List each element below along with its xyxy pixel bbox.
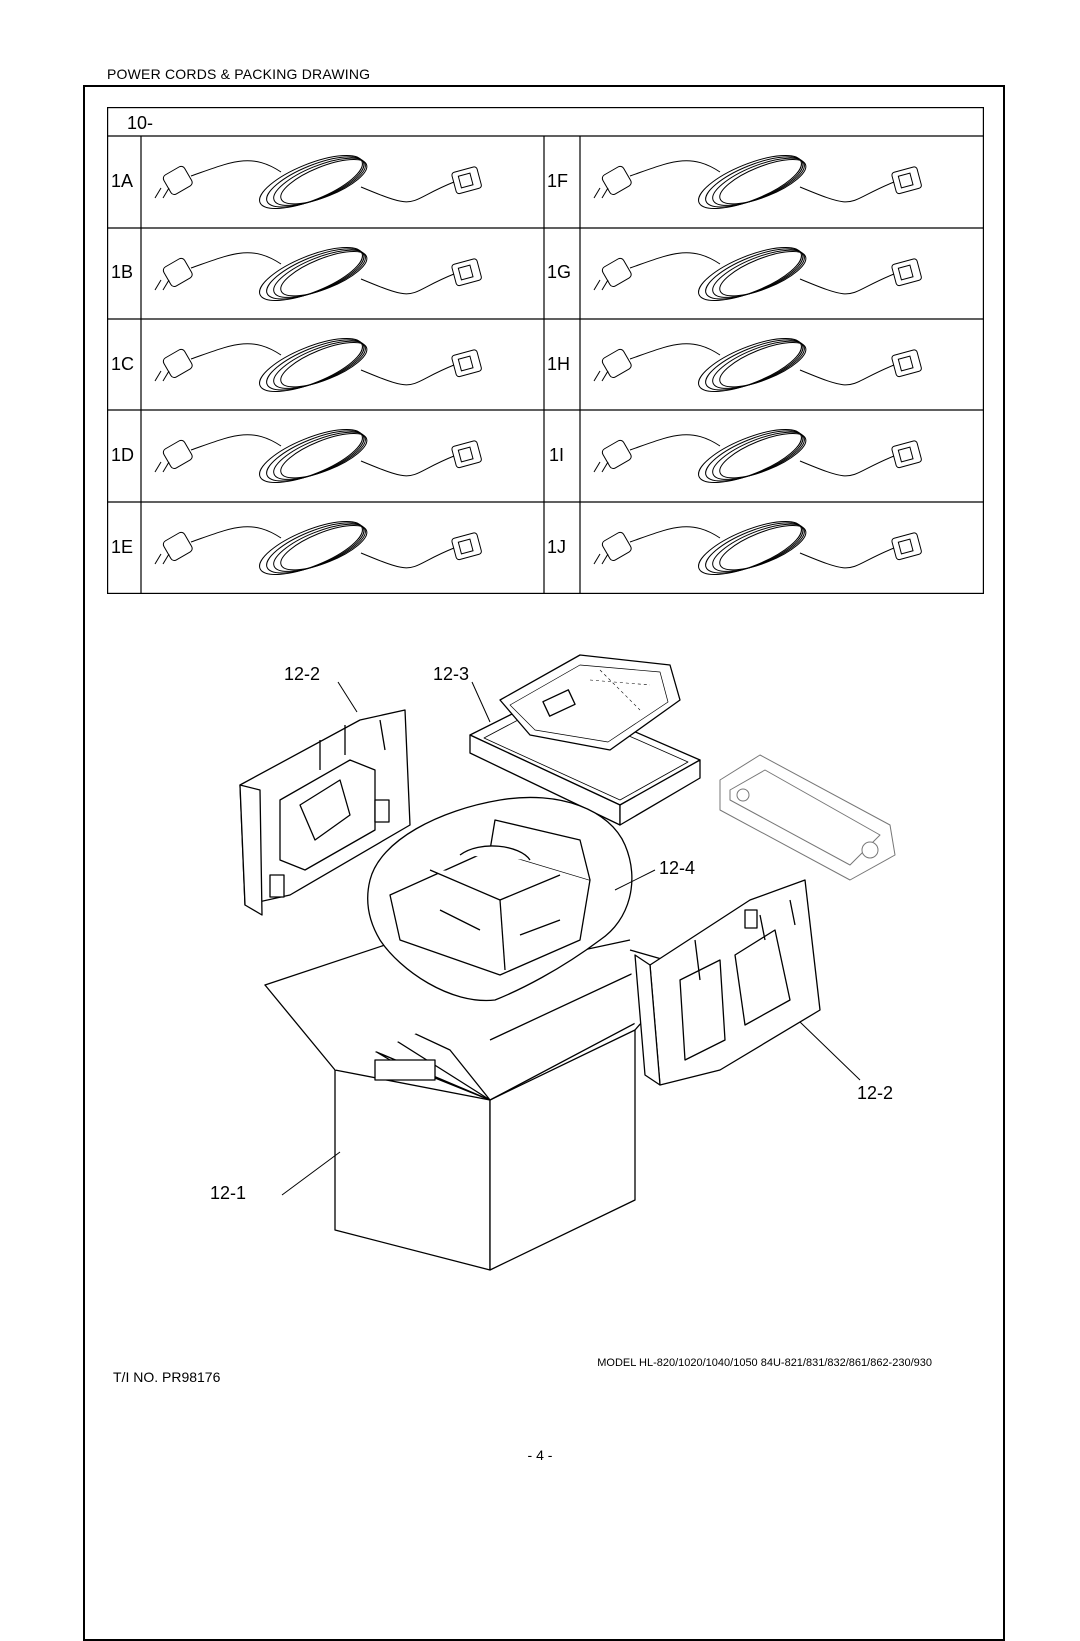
callout-foam-left: 12-2	[284, 664, 321, 684]
callout-tray: 12-3	[433, 664, 470, 684]
cord-label-1b: 1B	[111, 262, 134, 282]
cord-label-1d: 1D	[111, 445, 135, 465]
callout-bag: 12-4	[659, 858, 696, 878]
cord-label-1g: 1G	[547, 262, 572, 282]
page-number: - 4 -	[527, 1447, 553, 1463]
document-bag	[499, 654, 681, 751]
ti-number: T/I NO. PR98176	[113, 1369, 221, 1385]
power-cord-drawing	[154, 520, 482, 576]
power-cord-drawing	[593, 520, 922, 576]
cord-label-1e: 1E	[111, 537, 134, 557]
model-info: MODEL HL-820/1020/1040/1050 84U-821/831/…	[597, 1357, 932, 1369]
printer-in-bag	[367, 796, 633, 1002]
cord-label-1c: 1C	[111, 354, 135, 374]
cord-label-1h: 1H	[547, 354, 571, 374]
toner-cartridge	[719, 754, 896, 881]
cord-label-1i: 1I	[549, 445, 565, 465]
foam-cushion-right	[634, 879, 821, 1086]
power-cord-drawing	[154, 246, 482, 302]
power-cord-drawing	[154, 337, 482, 393]
cord-label-1j: 1J	[547, 537, 567, 557]
power-cord-drawing	[154, 428, 482, 484]
packing-illustration	[239, 654, 896, 1271]
foam-cushion-left	[239, 709, 411, 916]
cord-label-1a: 1A	[111, 171, 134, 191]
callout-box: 12-1	[210, 1183, 247, 1203]
power-cord-drawing	[154, 154, 482, 210]
power-cord-drawing	[593, 246, 922, 302]
cord-label-1f: 1F	[547, 171, 569, 191]
callout-foam-right: 12-2	[857, 1083, 894, 1103]
power-cord-drawing	[593, 154, 922, 210]
page-title: POWER CORDS & PACKING DRAWING	[107, 66, 371, 82]
power-cord-drawing	[593, 428, 922, 484]
power-cord-table	[107, 107, 984, 594]
power-cord-drawing	[593, 337, 922, 393]
section-number: 10-	[127, 113, 154, 133]
